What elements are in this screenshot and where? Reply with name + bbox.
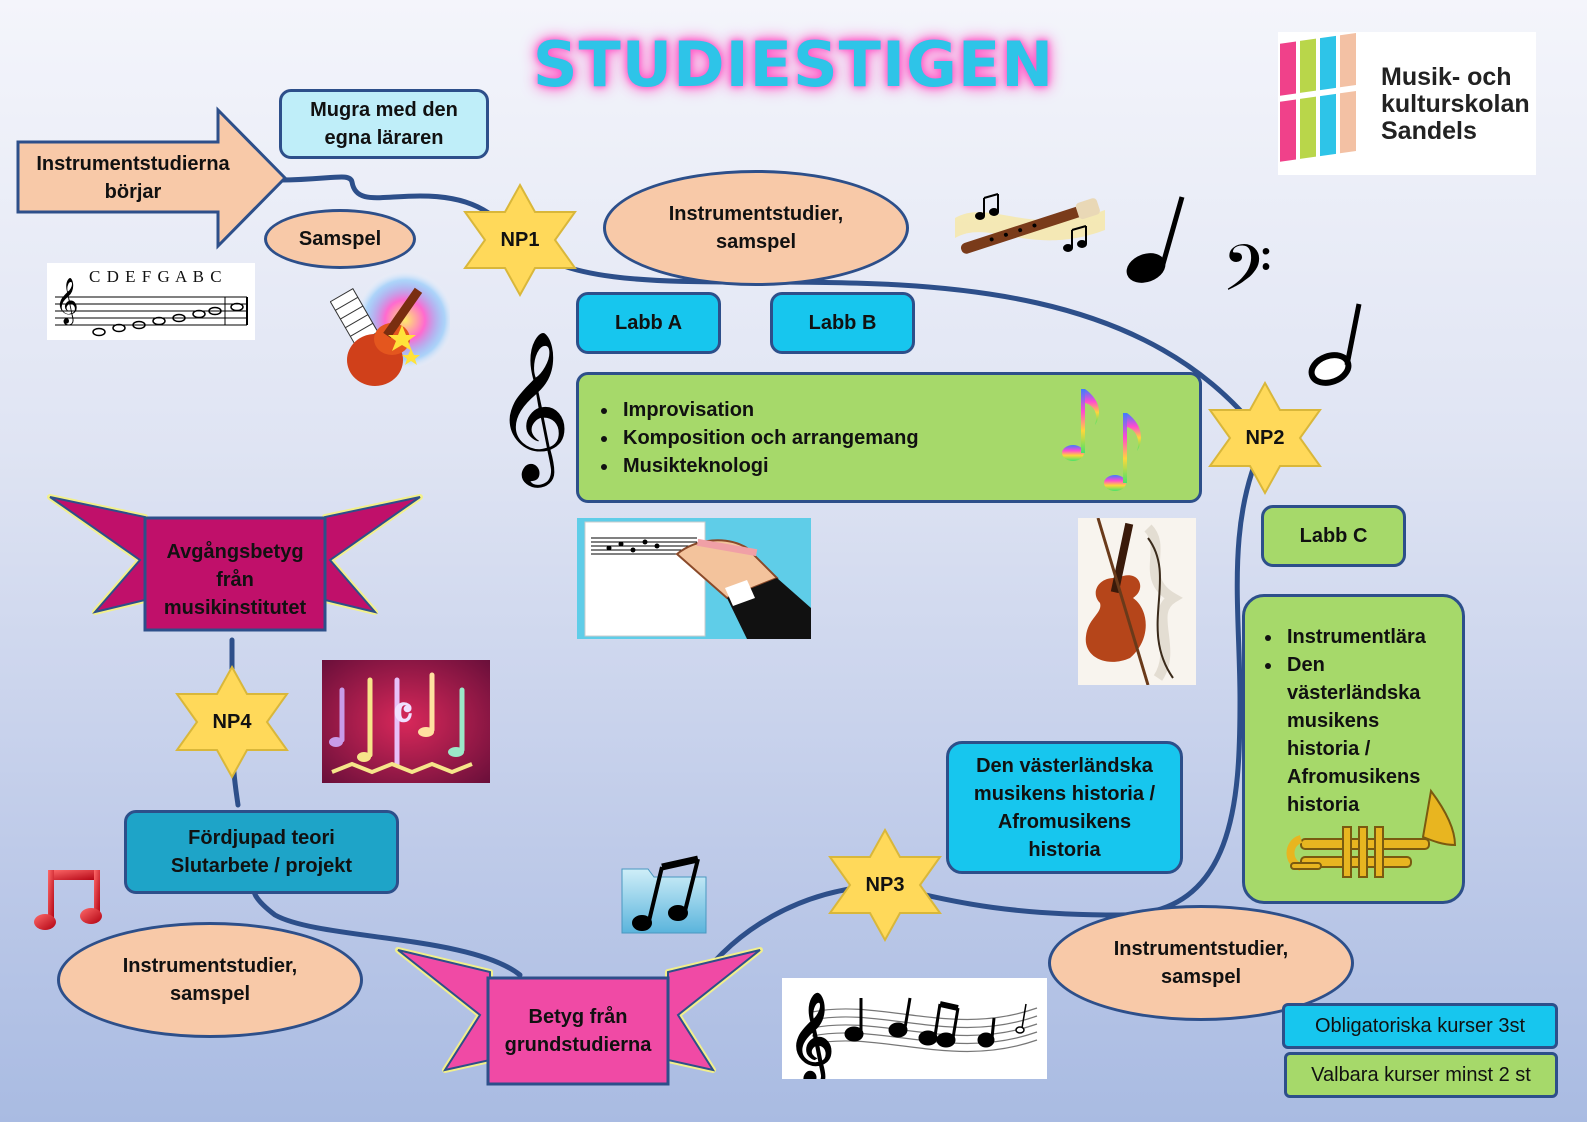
lab-green-box: Improvisation Komposition och arrangeman… — [576, 372, 1202, 503]
betyg-banner-shape — [395, 947, 763, 1086]
logo-stripes-icon — [1280, 33, 1356, 162]
guitar-icon — [330, 270, 450, 386]
instr-top-oval: Instrumentstudier, samspel — [603, 170, 909, 286]
avgang-banner-label: Avgångsbetyg från musikinstitutet — [163, 541, 307, 619]
western-history-box: Den västerländska musikens historia / Af… — [946, 741, 1183, 874]
legend-obligatory: Obligatoriska kurser 3st — [1282, 1003, 1558, 1049]
lab-list-item: Komposition och arrangemang — [619, 424, 919, 452]
logo-line-3: Sandels — [1381, 117, 1477, 145]
page-title: STUDIESTIGEN — [532, 28, 1055, 101]
labb-a-box: Labb A — [576, 292, 721, 354]
bass-clef-icon: 𝄢 — [1222, 232, 1273, 322]
note-scale-image: C D E F G A B C 𝄞 — [47, 263, 255, 340]
right-list-item: Instrumentlära — [1283, 623, 1452, 651]
labb-b-box: Labb B — [770, 292, 915, 354]
fordjupad-box: Fördjupad teori Slutarbete / projekt — [124, 810, 399, 894]
np2-label: NP2 — [1245, 426, 1285, 449]
quarter-note-icon — [1126, 196, 1185, 283]
np1-star — [463, 182, 577, 298]
fordjupad-line-1: Fördjupad teori — [188, 827, 335, 849]
lab-list-item: Improvisation — [619, 396, 919, 424]
np4-label: NP4 — [212, 710, 252, 733]
music-notes-image: 𝄴 — [322, 660, 490, 783]
small-treble-clef-icon: 𝄞 — [55, 278, 79, 324]
logo-line-2: kulturskolan — [1381, 90, 1530, 118]
legend-optional: Valbara kurser minst 2 st — [1284, 1052, 1558, 1098]
logo-line-1: Musik- och — [1381, 63, 1512, 91]
np1-label: NP1 — [500, 228, 540, 251]
np3-label: NP3 — [865, 873, 905, 896]
writing-hand-image — [577, 518, 811, 639]
start-arrow-label: Instrumentstudierna börjar — [36, 153, 230, 203]
betyg-banner-label: Betyg från grundstudierna — [504, 1006, 652, 1056]
right-list-item: Den västerländska musikens historia / Af… — [1283, 651, 1452, 819]
treble-clef-icon: 𝄞 — [494, 329, 571, 481]
lab-list-item: Musikteknologi — [619, 452, 919, 480]
right-green-box: Instrumentlära Den västerländska musiken… — [1242, 594, 1465, 904]
avgang-banner-shape — [47, 494, 423, 632]
fordjupad-line-2: Slutarbete / projekt — [170, 855, 353, 877]
np3-star — [828, 827, 942, 943]
samspel-oval: Samspel — [264, 209, 416, 269]
recorder-icon — [955, 193, 1105, 254]
note-scale-label: C D E F G A B C — [89, 267, 223, 286]
trumpet-icon — [1286, 788, 1457, 878]
mugra-box: Mugra med den egna läraren — [279, 89, 489, 159]
folder-notes-icon — [621, 855, 707, 934]
svg-text:𝄴: 𝄴 — [392, 686, 413, 742]
staff-notes-image: 𝄞 — [782, 978, 1047, 1079]
start-arrow-shape — [16, 106, 288, 250]
logo: Musik- och kulturskolan Sandels — [1278, 32, 1536, 175]
np2-star — [1208, 380, 1322, 496]
half-note-icon — [1308, 303, 1362, 386]
instr-right-oval: Instrumentstudier, samspel — [1048, 905, 1354, 1021]
np4-star — [175, 664, 289, 780]
svg-text:𝄞: 𝄞 — [788, 992, 834, 1079]
instr-left-oval: Instrumentstudier, samspel — [57, 922, 363, 1038]
violin-icon — [1078, 518, 1196, 685]
labb-c-box: Labb C — [1261, 505, 1406, 567]
red-notes-icon — [34, 870, 102, 930]
rainbow-notes-icon — [1062, 389, 1142, 491]
